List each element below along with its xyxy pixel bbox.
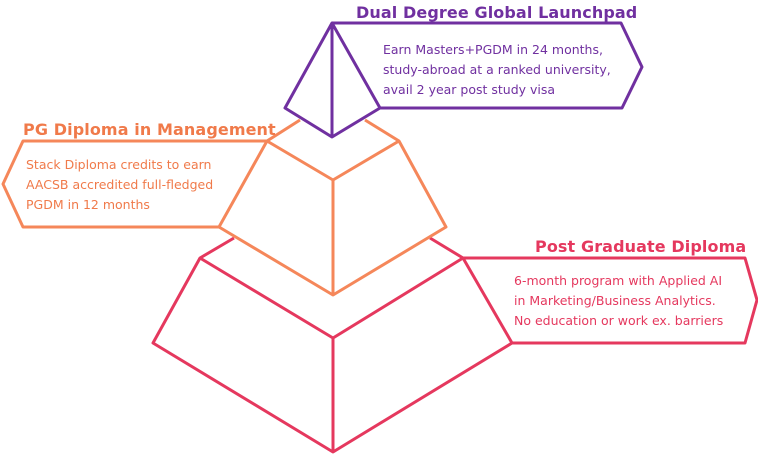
tier-pg-diploma-shape [1,118,448,297]
purple-callout-box [332,21,644,110]
tier-description-dual-degree: Earn Masters+PGDM in 24 months, study-ab… [383,40,611,100]
red-callout-box [463,256,758,345]
orange-callout-box [1,139,267,229]
description-line: No education or work ex. barriers [514,313,724,328]
tier-dual-degree-shape [283,21,644,139]
description-line: in Marketing/Business Analytics. [514,293,716,308]
tier-title-pg-diploma: PG Diploma in Management [23,120,276,139]
description-line: Stack Diploma credits to earn [26,157,212,172]
orange-top-edge [266,139,400,182]
tier-description-pg-diploma: Stack Diploma credits to earn AACSB accr… [26,155,213,215]
description-line: 6-month program with Applied AI [514,273,723,288]
description-line: AACSB accredited full-fledged [26,177,214,192]
description-line: study-abroad at a ranked university, [383,62,611,77]
description-line: Earn Masters+PGDM in 24 months, [383,42,603,57]
description-line: PGDM in 12 months [26,197,150,212]
tier-title-dual-degree: Dual Degree Global Launchpad [356,3,638,22]
tier-title-post-graduate-diploma: Post Graduate Diploma [535,237,747,256]
tier-post-graduate-diploma-shape [151,236,758,454]
tier-description-post-graduate-diploma: 6-month program with Applied AI in Marke… [514,271,723,331]
description-line: avail 2 year post study visa [383,82,556,97]
